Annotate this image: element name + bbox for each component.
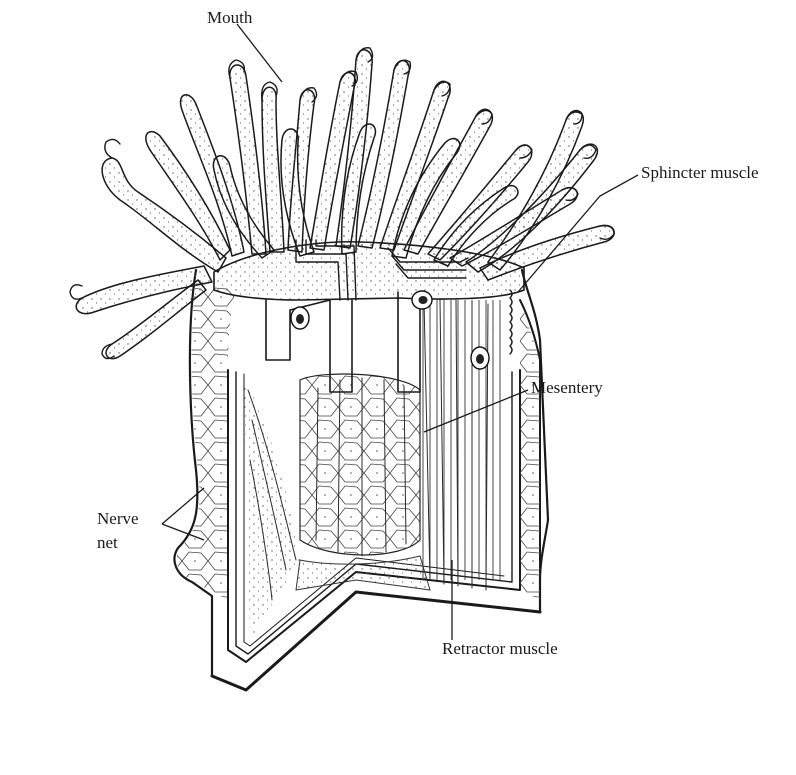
label-net: net — [97, 533, 118, 552]
label-retractor-muscle: Retractor muscle — [442, 639, 558, 658]
label-sphincter-muscle: Sphincter muscle — [641, 163, 759, 182]
interior-cavity — [244, 300, 504, 640]
tentacle-crown — [70, 48, 614, 359]
label-mesentery: Mesentery — [531, 378, 603, 397]
label-mouth: Mouth — [207, 8, 253, 27]
label-nerve: Nerve — [97, 509, 139, 528]
